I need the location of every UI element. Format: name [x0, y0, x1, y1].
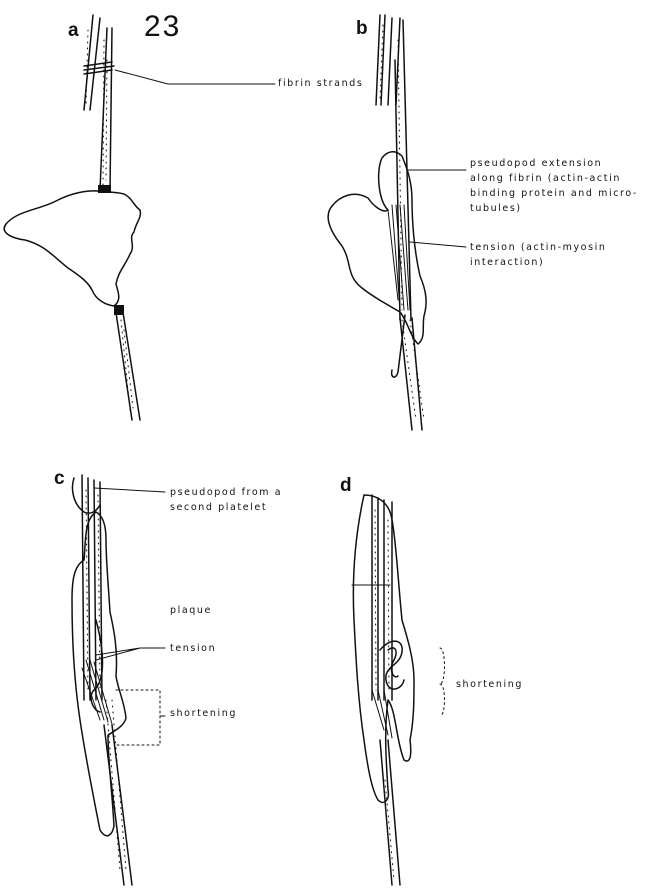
pseudopod-label-line-3: binding protein and micro- — [470, 186, 638, 201]
pseudopod-label-line-4: tubules) — [470, 201, 638, 216]
fibrin-leader-line — [115, 70, 275, 84]
shortening-label-c: shortening — [170, 706, 237, 721]
tension-leader-c — [96, 648, 165, 660]
shortening-bracket-c — [116, 690, 160, 745]
plaque-outline — [72, 512, 126, 836]
panel-letter-a: a — [68, 20, 79, 42]
panel-letter-d: d — [340, 475, 352, 497]
panel-a-drawing — [4, 15, 275, 420]
shortening-bracket-d — [440, 648, 445, 716]
figure-number: 23 — [144, 10, 181, 44]
panel-d-drawing — [352, 495, 445, 885]
second-platelet-label-line-2: second platelet — [170, 500, 282, 515]
fibrin-strands-label: fibrin strands — [278, 76, 363, 91]
tension-label-c: tension — [170, 641, 216, 656]
panel-letter-c: c — [54, 468, 65, 490]
fibrin-b-upper — [376, 15, 400, 105]
shortening-label-d: shortening — [456, 677, 523, 692]
pseudopod-label-line-1: pseudopod extension — [470, 156, 638, 171]
pseudopod-label-line-2: along fibrin (actin-actin — [470, 171, 638, 186]
tension-label-b: tension (actin-myosin interaction) — [470, 240, 607, 270]
tension-leader-line — [410, 242, 466, 247]
tension-fibers-c — [82, 660, 112, 724]
tension-label-b-line-1: tension (actin-myosin — [470, 240, 607, 255]
second-platelet-leader — [94, 488, 165, 492]
fibrin-strand-lower — [115, 306, 140, 420]
panel-c-drawing — [72, 475, 165, 885]
second-platelet-label-line-1: pseudopod from a — [170, 485, 282, 500]
fibrin-strand-upper-2 — [100, 28, 112, 190]
platelet-outline-a — [4, 191, 140, 306]
panel-letter-b: b — [356, 18, 368, 40]
tension-label-b-line-2: interaction) — [470, 255, 607, 270]
pseudopod-extension-label: pseudopod extension along fibrin (actin-… — [470, 156, 638, 216]
plaque-label: plaque — [170, 603, 212, 618]
second-platelet-label: pseudopod from a second platelet — [170, 485, 282, 515]
